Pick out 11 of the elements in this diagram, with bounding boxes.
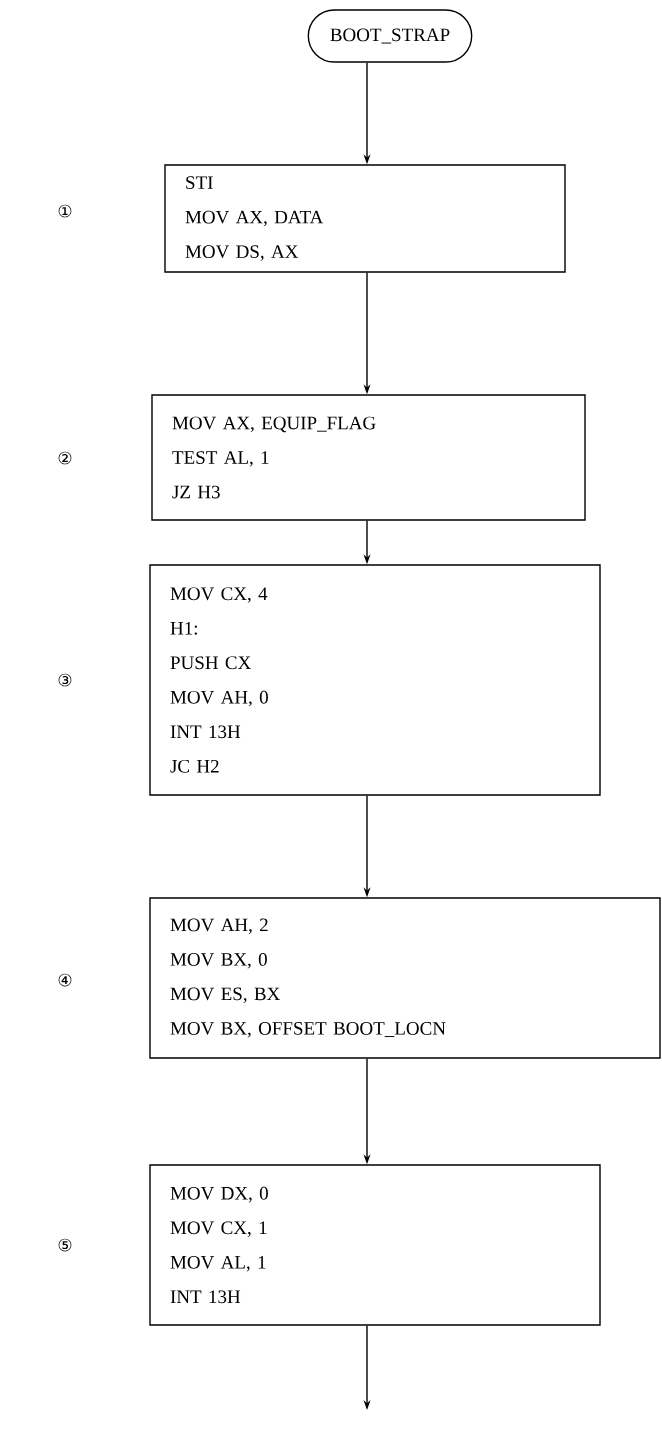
- step-number: ④: [58, 973, 72, 987]
- process-box: MOV AH, 2 MOV BX, 0 MOV ES, BX MOV BX, OFFSET BOOT_LOCN: [149, 897, 661, 1059]
- process-box: MOV AX, EQUIP_FLAG TEST AL, 1 JZ H3: [151, 394, 586, 521]
- step-number: ③: [58, 673, 72, 687]
- process-box: MOV CX, 4 H1: PUSH CX MOV AH, 0 INT 13H JC H2: [149, 564, 601, 796]
- step-number: ①: [58, 204, 72, 218]
- step-number: ②: [58, 451, 72, 465]
- process-box: MOV DX, 0 MOV CX, 1 MOV AL, 1 INT 13H: [149, 1164, 601, 1326]
- terminal-box: BOOT_STRAP: [307, 9, 473, 63]
- process-box: STI MOV AX, DATA MOV DS, AX: [164, 164, 566, 273]
- step-number: ⑤: [58, 1238, 72, 1252]
